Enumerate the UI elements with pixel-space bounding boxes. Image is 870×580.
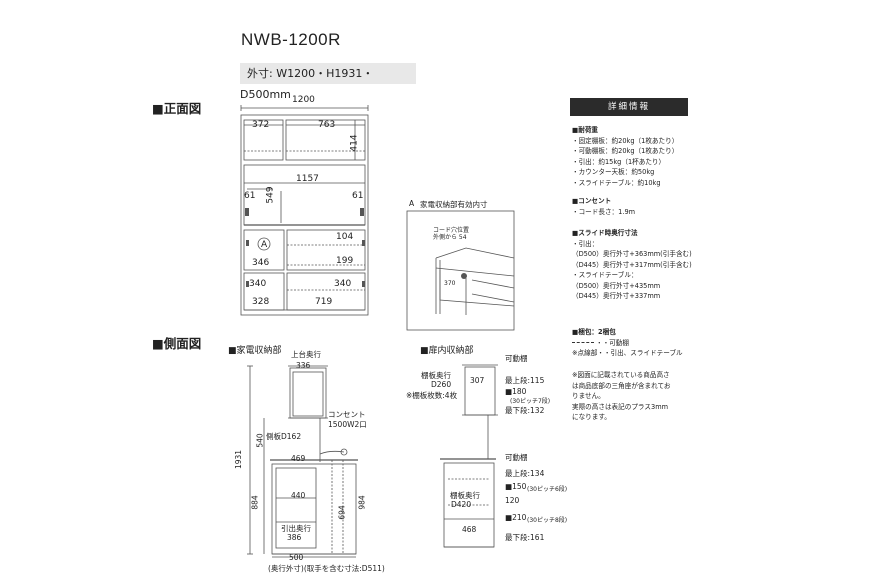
side-view-appliance-drawing: [247, 365, 358, 558]
side-dim-440: 440: [291, 491, 306, 500]
marker-a-circle: [257, 237, 271, 251]
load-item: ・引出：約15kg（1杯あたり）: [572, 157, 666, 166]
front-side-right: 61: [352, 191, 364, 201]
note-line: になります。: [572, 413, 611, 421]
pack-heading: ■梱包：2梱包: [572, 328, 616, 336]
step-150: ■150: [505, 482, 527, 491]
load-item: ・可動棚板：約20kg（1枚あたり）: [572, 147, 679, 155]
movable-shelf-2: 可動棚: [505, 453, 528, 462]
pitch-8: (30ピッチ8段): [527, 517, 568, 524]
step-210: ■210: [505, 513, 527, 522]
shelf-depth-1-label: 棚板奥行: [421, 371, 451, 380]
slide-depth-info: ■スライド時奥行寸法 ・引出： （D500）奥行外寸+363mm(引手含む) （…: [572, 228, 692, 302]
side-dim-307: 307: [470, 376, 485, 385]
slide-item: （D445）奥行外寸+317mm(引手含む): [572, 260, 692, 269]
outlet-heading: ■コンセント: [572, 197, 612, 205]
cabinet-outline: [240, 114, 369, 316]
packaging-info: ■梱包：2梱包 ・・可動棚 ※点線部・・引出、スライドテーブル: [572, 327, 683, 359]
note-line: りません。: [572, 392, 605, 400]
outlet-label: コンセント: [328, 410, 366, 419]
bottom-step-2: 最下段:161: [505, 533, 545, 542]
inset-dim-370: 370: [444, 280, 456, 287]
bottom-step-1: 最下段:132: [505, 406, 545, 415]
side-dim-120: 120: [505, 496, 520, 505]
front-upper-left-width: 372: [252, 120, 270, 130]
side-dim-336: 336: [296, 361, 311, 370]
details-header: 詳細情報: [570, 98, 688, 116]
slide-heading: ■スライド時奥行寸法: [572, 229, 638, 237]
inset-marker: A: [409, 199, 415, 208]
outer-dimensions: 外寸: W1200・H1931・D500mm: [240, 63, 416, 101]
step-180: ■180: [505, 387, 527, 396]
load-item: ・カウンター天板：約50kg: [572, 168, 655, 176]
shelf-depth-1-value: D260: [431, 380, 452, 389]
front-middle-height: 549: [265, 186, 276, 204]
top-step-2: 最上段:134: [505, 469, 545, 478]
top-step-1: 最上段:115: [505, 376, 545, 385]
movable-shelf-1: 可動棚: [505, 354, 528, 363]
appliance-storage-label: ■家電収納部: [228, 346, 282, 356]
slide-item: （D500）奥行外寸+435mm: [572, 281, 661, 290]
front-upper-height: 414: [349, 134, 360, 152]
side-view-door-drawing: [440, 364, 498, 548]
front-dim-340-right: 340: [334, 279, 352, 289]
inset-title: 家電収納部有効内寸: [420, 200, 488, 209]
door-storage-label: ■扉内収納部: [420, 346, 474, 356]
shelf-depth-2-label: 棚板奥行: [450, 491, 480, 500]
note-line: は商品底部の三角座が含まれてお: [572, 381, 671, 390]
side-dim-500: 500: [289, 553, 304, 562]
side-dim-468: 468: [462, 525, 477, 534]
slide-item: ・スライドテーブル：: [572, 271, 638, 279]
front-dim-719: 719: [315, 297, 333, 307]
legend-movable-text: ・・可動棚: [596, 338, 629, 347]
load-item: ・スライドテーブル：約10kg: [572, 178, 661, 187]
top-depth-label: 上台奥行: [291, 350, 321, 359]
pitch-7: (30ピッチ7段): [510, 398, 551, 405]
load-capacity: ■耐荷重 ・固定棚板：約20kg（1枚あたり） ・可動棚板：約20kg（1枚あた…: [572, 125, 678, 188]
inset-drawing: [406, 210, 515, 331]
outlet-cord: ・コード長さ：1.9m: [572, 207, 636, 216]
slide-item: （D445）奥行外寸+337mm: [572, 292, 661, 300]
front-marker-a: A: [261, 240, 268, 250]
height-note: ※図面に記載されている商品高さ は商品底部の三角座が含まれてお りません。 実際…: [572, 370, 671, 423]
side-dim-386: 386: [287, 533, 302, 542]
front-view-heading: ■正面図: [152, 101, 202, 116]
load-item: ・固定棚板：約20kg（1枚あたり）: [572, 136, 679, 145]
front-upper-right-width: 763: [318, 120, 336, 130]
load-heading: ■耐荷重: [572, 126, 599, 134]
side-dim-540: 540: [255, 433, 265, 448]
front-dim-340-left: 340: [249, 279, 267, 289]
side-dim-984: 984: [357, 495, 367, 510]
drawer-depth-label: 引出奥行: [281, 524, 311, 533]
side-dim-1931: 1931: [234, 449, 244, 470]
product-title: NWB-1200R: [241, 30, 341, 49]
legend-dotted: ※点線部・・引出、スライドテーブル: [572, 349, 683, 357]
outlet-info: ■コンセント ・コード長さ：1.9m: [572, 196, 635, 217]
legend-movable: ・・可動棚: [572, 338, 683, 349]
slide-item: ・引出：: [572, 239, 599, 248]
front-width: 1200: [292, 95, 315, 105]
depth-note: (奥行外寸)(取手を含む寸法:D511): [268, 564, 385, 573]
front-dim-346: 346: [252, 258, 270, 268]
slide-item: （D500）奥行外寸+363mm(引手含む): [572, 250, 692, 258]
side-panel-depth: 側板D162: [266, 432, 302, 441]
pitch-6: (30ピッチ6段): [527, 486, 568, 493]
side-dim-884: 884: [250, 495, 260, 510]
shelves-count-note: ※棚板枚数:4枚: [406, 391, 458, 400]
front-middle-width: 1157: [296, 174, 319, 184]
shelf-depth-2-value: D420: [451, 500, 472, 509]
outlet-spec: 1500W2口: [328, 420, 367, 429]
front-dim-328: 328: [252, 297, 270, 307]
note-line: 実際の高さは表記のプラス3mm: [572, 402, 669, 411]
front-view-drawing: [240, 105, 369, 316]
front-dim-104: 104: [336, 232, 354, 242]
side-view-heading: ■側面図: [152, 336, 202, 351]
front-side-left: 61: [244, 191, 256, 201]
inset-note-2: 外側から 54: [433, 234, 467, 241]
front-dim-199: 199: [336, 256, 354, 266]
note-line: ※図面に記載されている商品高さ: [572, 371, 670, 379]
side-dim-694: 694: [337, 505, 347, 520]
side-dim-469: 469: [291, 454, 306, 463]
inset-note-1: コード穴位置: [433, 227, 470, 234]
